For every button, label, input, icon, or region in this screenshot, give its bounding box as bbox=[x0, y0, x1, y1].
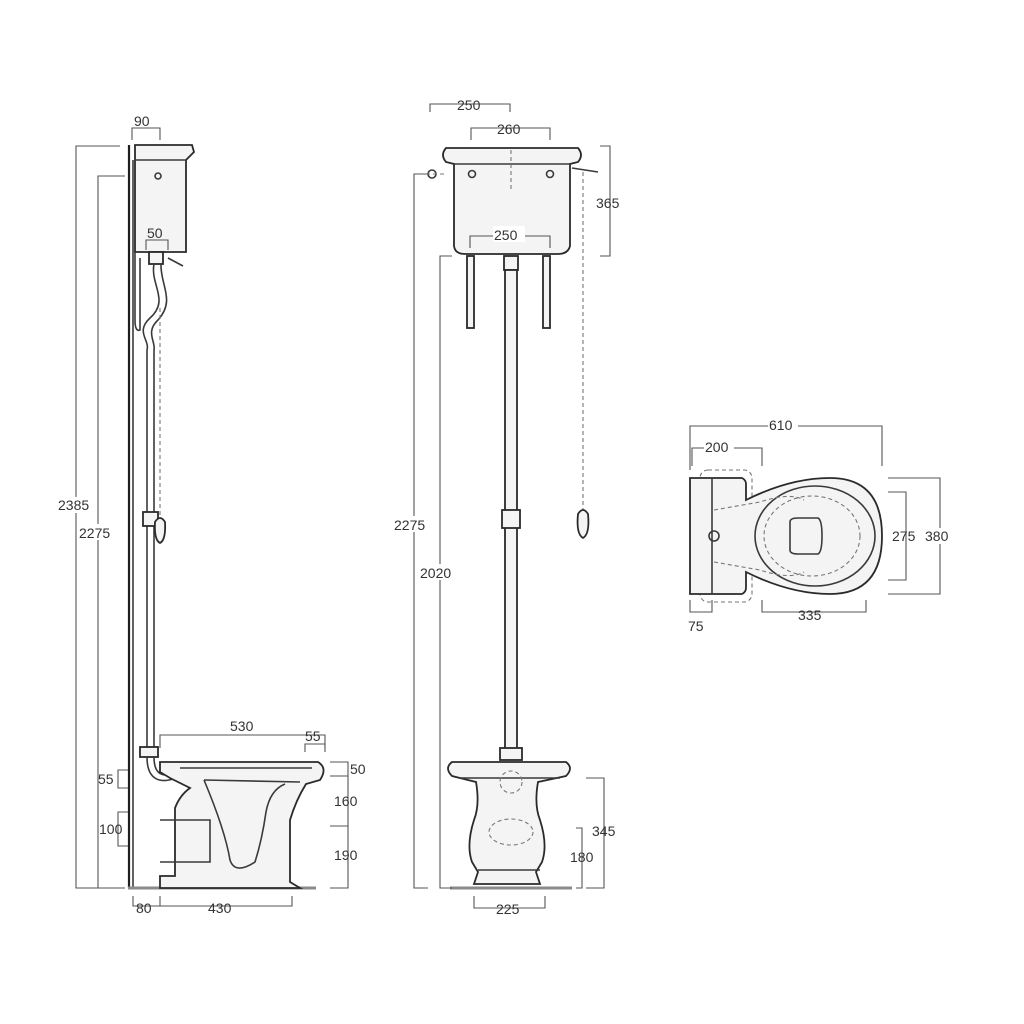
dim-cistern-width-top: 260 bbox=[470, 121, 551, 140]
front-view: 250 260 365 250 2275 2020 345 bbox=[394, 97, 620, 917]
dim-cistern-width-outer: 250 bbox=[429, 97, 511, 113]
label-bowl-height: 345 bbox=[592, 823, 616, 839]
dim-outlet: 55 100 bbox=[98, 769, 128, 847]
dim-pan-height: 180 bbox=[570, 827, 594, 889]
dim-plan-tank-depth: 200 bbox=[691, 439, 763, 466]
dim-bowl-length: 530 bbox=[159, 718, 326, 748]
label-bowl-mid: 160 bbox=[334, 793, 358, 809]
flush-pipe-side bbox=[139, 251, 168, 758]
dim-plan-outer-width: 380 bbox=[888, 477, 956, 595]
label-plan-tank-depth: 200 bbox=[705, 439, 729, 455]
label-cistern-depth: 90 bbox=[134, 113, 150, 129]
label-plan-total-length: 610 bbox=[769, 417, 793, 433]
label-plan-outer-width: 380 bbox=[925, 528, 949, 544]
dim-plan-total-length: 610 bbox=[689, 417, 883, 470]
bowl-front bbox=[447, 761, 571, 885]
label-pipe-offset: 50 bbox=[147, 225, 163, 241]
dim-rim-overhang: 55 bbox=[304, 728, 326, 752]
dim-bowl-height: 345 bbox=[586, 777, 616, 889]
side-view: 90 50 2385 2275 530 55 bbox=[58, 113, 366, 916]
label-plan-bowl-length: 335 bbox=[798, 607, 822, 623]
dim-height-to-bottom: 2020 bbox=[420, 255, 458, 889]
label-pan-height: 180 bbox=[570, 849, 594, 865]
label-total-height: 2385 bbox=[58, 497, 89, 513]
dim-bracket-spacing: 250 bbox=[469, 226, 551, 248]
dim-cistern-height: 365 bbox=[596, 145, 620, 257]
label-outlet-height: 100 bbox=[99, 821, 123, 837]
dim-plan-bowl-length: 335 bbox=[761, 600, 867, 623]
dim-pipe-offset: 50 bbox=[145, 225, 169, 250]
label-rim-thickness: 50 bbox=[350, 761, 366, 777]
dim-plan-tank-offset: 75 bbox=[688, 600, 713, 634]
dim-base-width: 225 bbox=[473, 896, 546, 917]
label-height-to-top: 2275 bbox=[394, 517, 425, 533]
label-plan-tank-offset: 75 bbox=[688, 618, 704, 634]
label-outlet-offset: 55 bbox=[98, 771, 114, 787]
dim-cistern-depth: 90 bbox=[131, 113, 161, 140]
label-cistern-width-outer: 250 bbox=[457, 97, 481, 113]
label-bracket-spacing: 250 bbox=[494, 227, 518, 243]
label-plan-inner-width: 275 bbox=[892, 528, 916, 544]
label-height-to-bottom: 2020 bbox=[420, 565, 451, 581]
dim-cistern-bottom: 2275 bbox=[78, 175, 125, 889]
dim-base: 80 430 bbox=[132, 896, 293, 916]
label-cistern-height: 365 bbox=[596, 195, 620, 211]
label-base-length: 430 bbox=[208, 900, 232, 916]
pull-chain-side bbox=[153, 308, 167, 545]
bowl-side bbox=[146, 756, 325, 889]
label-cistern-width-top: 260 bbox=[497, 121, 521, 137]
dim-right-stack: 50 160 190 bbox=[330, 761, 366, 889]
label-bowl-base: 190 bbox=[334, 847, 358, 863]
plan-view: 610 200 275 380 75 335 bbox=[688, 417, 956, 634]
label-bowl-length: 530 bbox=[230, 718, 254, 734]
cistern-side bbox=[134, 144, 196, 332]
label-rim-overhang: 55 bbox=[305, 728, 321, 744]
dim-plan-inner-width: 275 bbox=[888, 491, 916, 581]
flush-pipe-front bbox=[499, 255, 523, 761]
label-cistern-bottom: 2275 bbox=[79, 525, 110, 541]
cistern-front bbox=[426, 147, 599, 255]
dim-height-to-top: 2275 bbox=[394, 173, 432, 889]
label-base-width: 225 bbox=[496, 901, 520, 917]
pull-chain-front bbox=[576, 172, 590, 540]
label-wall-gap: 80 bbox=[136, 900, 152, 916]
